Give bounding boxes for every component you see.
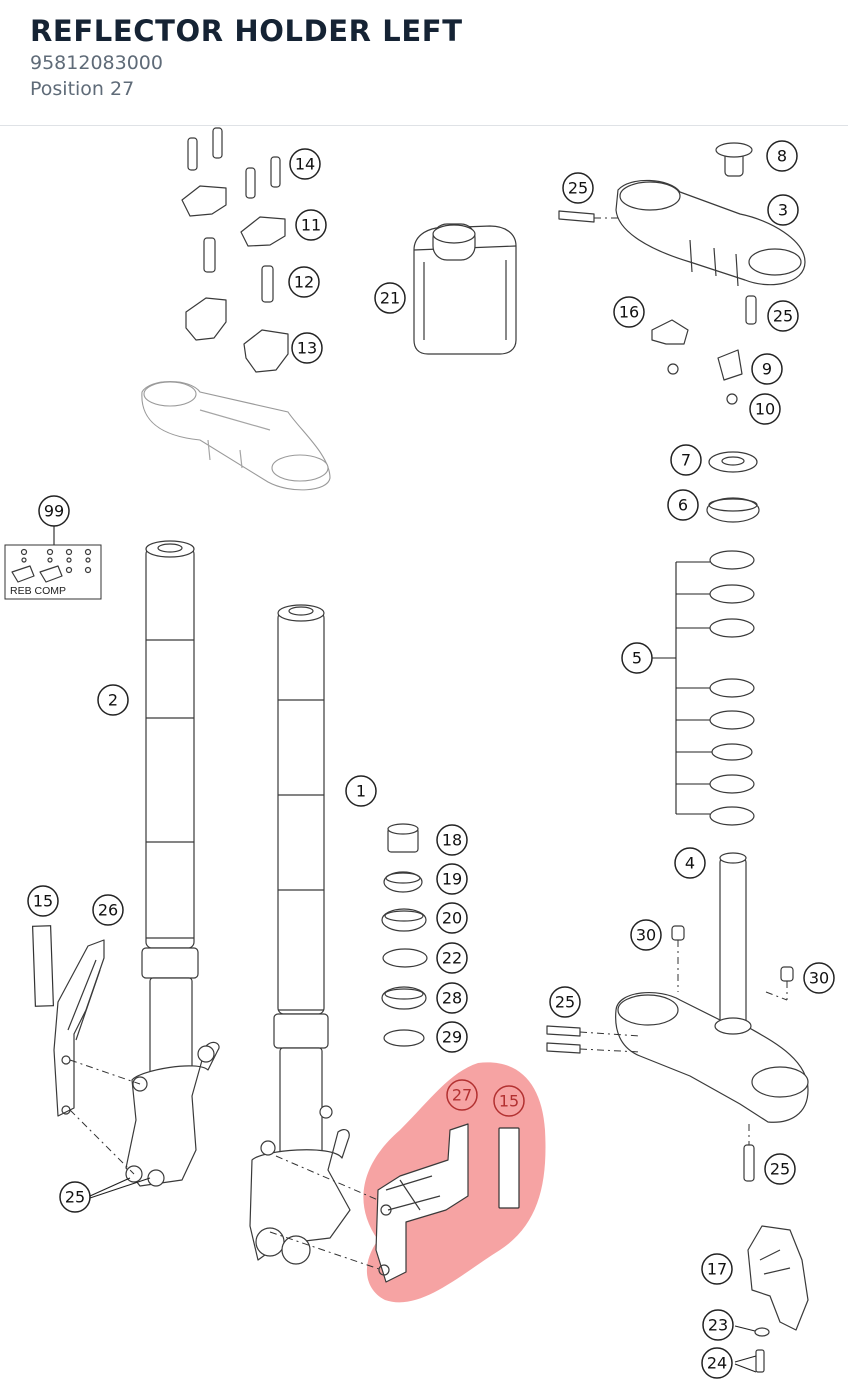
callout-label: 25 <box>555 993 575 1012</box>
callout-99[interactable]: 99 <box>38 495 70 527</box>
reflector-holder-left-part <box>375 1123 520 1283</box>
callout-label: 2 <box>108 691 118 710</box>
handlebar-clamp-group <box>181 127 289 373</box>
callout-label: 5 <box>632 649 642 668</box>
callout-30[interactable]: 30 <box>630 919 662 951</box>
callout-15[interactable]: 15 <box>27 885 59 917</box>
callout-11[interactable]: 11 <box>295 209 327 241</box>
callout-label: 29 <box>442 1028 462 1047</box>
top-triple-clamp <box>558 142 806 405</box>
rebound-compression-kit-inset: REB COMP <box>4 526 102 600</box>
callout-18[interactable]: 18 <box>436 824 468 856</box>
callout-label: 11 <box>301 216 321 235</box>
callout-25[interactable]: 25 <box>562 172 594 204</box>
callout-label: 25 <box>65 1188 85 1207</box>
callout-label: 4 <box>685 854 695 873</box>
callout-4[interactable]: 4 <box>674 847 706 879</box>
callout-label: 25 <box>773 307 793 326</box>
callout-2[interactable]: 2 <box>97 684 129 716</box>
callout-3[interactable]: 3 <box>767 194 799 226</box>
callout-label: 20 <box>442 909 462 928</box>
callout-15-highlighted[interactable]: 15 <box>493 1085 525 1117</box>
callout-label: 15 <box>33 892 53 911</box>
part-position: Position 27 <box>30 78 135 100</box>
fork-oil-bottle <box>413 223 517 355</box>
callout-label: 16 <box>619 303 639 322</box>
callout-label: 24 <box>707 1354 727 1373</box>
reflector-holder-right <box>31 925 141 1175</box>
callout-10[interactable]: 10 <box>749 393 781 425</box>
inset-label: REB COMP <box>10 585 66 597</box>
callout-28[interactable]: 28 <box>436 982 468 1014</box>
callout-label: 12 <box>294 273 314 292</box>
callout-label: 15 <box>499 1092 519 1111</box>
callout-label: 3 <box>778 201 788 220</box>
part-header: REFLECTOR HOLDER LEFT 95812083000 Positi… <box>0 0 848 126</box>
callout-label: 18 <box>442 831 462 850</box>
callout-label: 30 <box>636 926 656 945</box>
fork-leg-left <box>125 540 220 1187</box>
callout-label: 17 <box>707 1260 727 1279</box>
callout-25[interactable]: 25 <box>767 300 799 332</box>
callout-20[interactable]: 20 <box>436 902 468 934</box>
callout-label: 6 <box>678 496 688 515</box>
callout-8[interactable]: 8 <box>766 140 798 172</box>
callout-label: 25 <box>770 1160 790 1179</box>
callout-label: 7 <box>681 451 691 470</box>
callout-25[interactable]: 25 <box>59 1181 91 1213</box>
leader-25 <box>89 1177 151 1199</box>
callout-7[interactable]: 7 <box>670 444 702 476</box>
callout-27-highlighted[interactable]: 27 <box>446 1079 478 1111</box>
callout-9[interactable]: 9 <box>751 353 783 385</box>
callout-label: 30 <box>809 969 829 988</box>
ghost-top-clamp <box>141 381 331 491</box>
part-title: REFLECTOR HOLDER LEFT <box>30 14 463 48</box>
callout-13[interactable]: 13 <box>291 332 323 364</box>
callout-label: 25 <box>568 179 588 198</box>
callout-label: 19 <box>442 870 462 889</box>
callout-22[interactable]: 22 <box>436 942 468 974</box>
callout-26[interactable]: 26 <box>92 894 124 926</box>
callout-6[interactable]: 6 <box>667 489 699 521</box>
callout-label: 28 <box>442 989 462 1008</box>
callout-1[interactable]: 1 <box>345 775 377 807</box>
callout-label: 23 <box>708 1316 728 1335</box>
callout-label: 9 <box>762 360 772 379</box>
callout-label: 26 <box>98 901 118 920</box>
callout-16[interactable]: 16 <box>613 296 645 328</box>
lower-triple-clamp <box>546 852 809 1373</box>
callout-29[interactable]: 29 <box>436 1021 468 1053</box>
steering-bearing-stack <box>652 451 760 826</box>
callout-label: 21 <box>380 289 400 308</box>
callout-label: 10 <box>755 400 775 419</box>
callout-label: 1 <box>356 782 366 801</box>
callout-label: 22 <box>442 949 462 968</box>
callout-25[interactable]: 25 <box>549 986 581 1018</box>
callout-label: 27 <box>452 1086 472 1105</box>
callout-21[interactable]: 21 <box>374 282 406 314</box>
callout-23[interactable]: 23 <box>702 1309 734 1341</box>
callout-12[interactable]: 12 <box>288 266 320 298</box>
part-number: 95812083000 <box>30 52 163 74</box>
callout-label: 14 <box>295 155 315 174</box>
callout-30[interactable]: 30 <box>803 962 835 994</box>
callout-25[interactable]: 25 <box>764 1153 796 1185</box>
fork-leg-right <box>249 604 383 1271</box>
callout-17[interactable]: 17 <box>701 1253 733 1285</box>
callout-5[interactable]: 5 <box>621 642 653 674</box>
callout-label: 99 <box>44 502 64 521</box>
callout-label: 13 <box>297 339 317 358</box>
callout-24[interactable]: 24 <box>701 1347 733 1379</box>
callout-14[interactable]: 14 <box>289 148 321 180</box>
callout-19[interactable]: 19 <box>436 863 468 895</box>
callout-label: 8 <box>777 147 787 166</box>
fork-seal-stack <box>381 823 428 1047</box>
